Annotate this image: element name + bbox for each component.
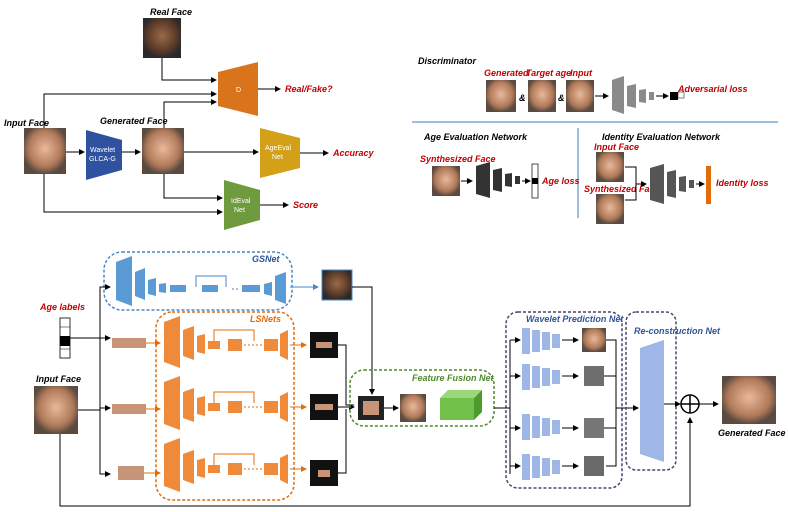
disc-target-age-face [528,80,556,112]
wavelet-detail-3 [584,456,604,476]
wavelet-prediction-label: Wavelet Prediction Net [526,314,624,324]
score-label: Score [293,200,318,210]
bottom-input-face-image [34,386,78,434]
ageeval-label-1: AgeEval [265,145,292,152]
glca-g-label: GLCA-G [89,156,116,163]
age-loss-label: Age loss [541,176,580,186]
gsnet-output-face [321,269,353,301]
reconstruction-layer [640,340,664,462]
ageeval-net-block [260,128,300,178]
input-face-image [24,128,66,174]
age-eval-network-title: Age Evaluation Network [423,132,528,142]
feature-fusion-box [349,369,495,427]
adversarial-loss-output [670,92,678,100]
lsnets-label: LSNets [250,314,281,324]
lsnet-branch-2 [164,376,288,430]
generated-face-image [142,128,184,174]
age-labels-label: Age labels [39,302,85,312]
real-face-label: Real Face [150,7,192,17]
input-face-label: Input Face [4,118,49,128]
gsnet-layers [116,256,286,306]
accuracy-label: Accuracy [332,148,375,158]
age-eval-synth-face [432,166,460,196]
id-input-face-label: Input Face [594,142,639,152]
bottom-panel: GSNet Age labels Input Face [34,251,786,507]
ampersand-1: & [519,93,526,103]
adversarial-loss-label: Adversarial loss [677,84,748,94]
lsnet-branch-1 [164,316,288,368]
top-right-panel: Discriminator Generated Target age Input… [412,56,778,224]
bottom-generated-face-image [722,376,776,424]
ideval-net-block [224,180,260,230]
wavelet-detail-1 [584,366,604,386]
reconstruction-box [625,311,677,471]
wavelet-branch-layers [522,328,560,480]
identity-eval-network-title: Identity Evaluation Network [602,132,721,142]
discriminator-cnn [612,76,654,114]
fusion-face [400,394,426,422]
reconstruction-label: Re-construction Net [634,326,721,336]
id-eval-synth-face [596,194,624,224]
bottom-input-face-label: Input Face [36,374,81,384]
input-label: Input [570,68,593,78]
id-synth-face-label: Synthesized Face [584,184,660,194]
eyes-patch-2 [112,404,146,414]
wavelet-prediction-box [505,311,623,489]
wavelet-glca-g-block [86,130,122,180]
eyes-patch-1 [112,338,146,348]
disc-input-face [566,80,594,112]
id-eval-input-face [596,152,624,182]
ageeval-label-2: Net [272,154,283,161]
feature-fusion-label: Feature Fusion Net [412,373,495,383]
generated-face-label: Generated Face [100,116,168,126]
target-age-label: Target age [526,68,571,78]
age-eval-cnn [476,162,520,198]
generated-label: Generated [484,68,529,78]
discriminator-title: Discriminator [418,56,477,66]
identity-eval-cnn [650,164,694,204]
identity-feature-vector [706,166,711,204]
d-label: D [236,87,241,94]
top-left-panel: Real Face Input Face Wavelet GLCA-G Gene… [4,7,375,230]
mouth-patch [118,466,144,480]
ampersand-2: & [558,93,565,103]
lsnet-branch-3 [164,438,288,492]
wavelet-approx-face [582,328,606,352]
synthesized-face-label: Synthesized Face [420,154,496,164]
disc-generated-face [486,80,516,112]
real-face-image [143,18,181,58]
discriminator-d-block [218,62,258,116]
wavelet-detail-2 [584,418,604,438]
real-fake-label: Real/Fake? [285,84,333,94]
gsnet-box [103,251,293,311]
gsnet-label: GSNet [252,254,281,264]
identity-loss-label: Identity loss [716,178,769,188]
wavelet-label: Wavelet [90,147,115,154]
fusion-3d-block [440,390,482,420]
ideval-label-1: IdEval [231,198,251,205]
bottom-generated-face-label: Generated Face [718,428,786,438]
ideval-label-2: Net [234,207,245,214]
